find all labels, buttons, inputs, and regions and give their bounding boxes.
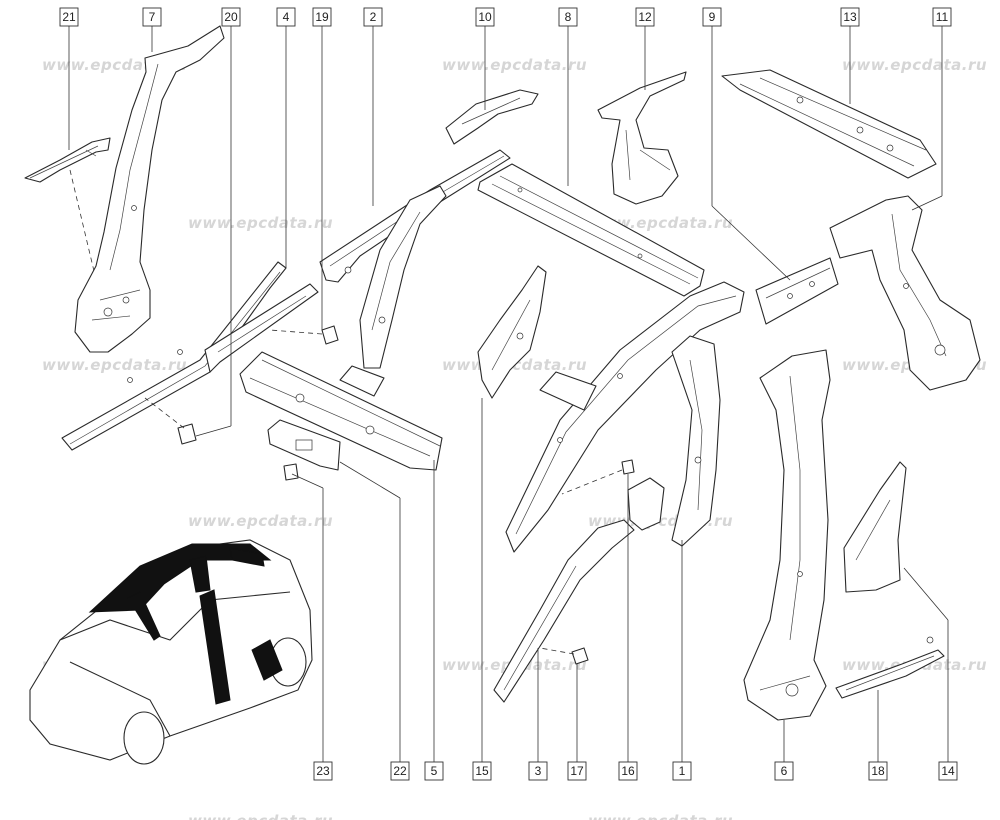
- callout-8[interactable]: 8: [558, 7, 578, 27]
- svg-text:5: 5: [431, 764, 438, 778]
- part-1-roof-side-rail-inner[interactable]: [505, 281, 745, 553]
- callout-19[interactable]: 19: [312, 7, 332, 27]
- part-9-reinforcement-plate[interactable]: [755, 257, 839, 325]
- svg-text:20: 20: [224, 10, 238, 24]
- callouts: 21 7 20 4 19 2 10 8 12 9 13 11 23 22 5 1…: [59, 7, 958, 781]
- watermark: www.epcdata.ru: [188, 812, 333, 820]
- svg-text:17: 17: [570, 764, 584, 778]
- callout-4[interactable]: 4: [276, 7, 296, 27]
- watermark: www.epcdata.ru: [42, 356, 187, 374]
- part-10-bracket[interactable]: [445, 89, 539, 145]
- svg-text:14: 14: [941, 764, 955, 778]
- vehicle-illustration: [29, 539, 313, 765]
- part-19-reinforcement-strip[interactable]: [204, 283, 319, 373]
- svg-text:9: 9: [709, 10, 716, 24]
- part-12-bracket[interactable]: [597, 71, 687, 205]
- svg-text:6: 6: [781, 764, 788, 778]
- part-20-bolt[interactable]: [177, 423, 197, 445]
- callout-6[interactable]: 6: [774, 761, 794, 781]
- callout-5[interactable]: 5: [424, 761, 444, 781]
- svg-text:1: 1: [679, 764, 686, 778]
- svg-text:4: 4: [283, 10, 290, 24]
- leader-dashed-17: [539, 647, 575, 655]
- svg-text:3: 3: [535, 764, 542, 778]
- watermark: www.epcdata.ru: [188, 512, 333, 530]
- svg-text:13: 13: [843, 10, 857, 24]
- callout-16[interactable]: 16: [618, 761, 638, 781]
- part-14-bracket[interactable]: [843, 461, 907, 593]
- callout-18[interactable]: 18: [868, 761, 888, 781]
- svg-text:12: 12: [638, 10, 652, 24]
- part-4-roof-side-rail[interactable]: [61, 261, 287, 451]
- watermark: www.epcdata.ru: [588, 812, 733, 820]
- part-18-strip[interactable]: [835, 636, 945, 699]
- part-19-clip[interactable]: [321, 325, 339, 345]
- svg-text:7: 7: [149, 10, 156, 24]
- callout-1[interactable]: 1: [672, 761, 692, 781]
- part-7-a-pillar[interactable]: [74, 25, 225, 353]
- part-box-section[interactable]: [627, 477, 665, 531]
- svg-text:21: 21: [62, 10, 76, 24]
- svg-text:23: 23: [316, 764, 330, 778]
- part-5-floor-cross-member[interactable]: [239, 351, 443, 471]
- svg-text:18: 18: [871, 764, 885, 778]
- leader-dashed-16: [561, 469, 623, 495]
- watermark: www.epcdata.ru: [842, 56, 987, 74]
- callout-7[interactable]: 7: [142, 7, 162, 27]
- callout-22[interactable]: 22: [390, 761, 410, 781]
- svg-text:11: 11: [936, 10, 949, 24]
- part-3-sill-reinforcement[interactable]: [493, 519, 635, 703]
- svg-text:19: 19: [315, 10, 329, 24]
- part-6-b-pillar[interactable]: [743, 349, 831, 721]
- part-22-bracket[interactable]: [267, 419, 341, 471]
- callout-14[interactable]: 14: [938, 761, 958, 781]
- svg-text:15: 15: [475, 764, 489, 778]
- callout-13[interactable]: 13: [840, 7, 860, 27]
- svg-text:22: 22: [393, 764, 407, 778]
- part-13-rear-roof-bow[interactable]: [721, 69, 937, 179]
- svg-text:10: 10: [478, 10, 492, 24]
- watermark: www.epcdata.ru: [188, 214, 333, 232]
- callout-9[interactable]: 9: [702, 7, 722, 27]
- callout-17[interactable]: 17: [567, 761, 587, 781]
- callout-11[interactable]: 11: [932, 7, 952, 27]
- part-1-b-pillar-inner[interactable]: [671, 335, 721, 547]
- svg-text:2: 2: [370, 10, 377, 24]
- part-15-pillar-reinforcement[interactable]: [477, 265, 547, 399]
- callout-20[interactable]: 20: [221, 7, 241, 27]
- callout-3[interactable]: 3: [528, 761, 548, 781]
- callout-2[interactable]: 2: [363, 7, 383, 27]
- callout-23[interactable]: 23: [313, 761, 333, 781]
- leader-lines: [68, 26, 949, 762]
- part-17-clip[interactable]: [571, 647, 589, 665]
- part-8-roof-bow[interactable]: [477, 163, 705, 297]
- svg-text:16: 16: [621, 764, 635, 778]
- leader-dashed-19: [269, 329, 323, 335]
- callout-15[interactable]: 15: [472, 761, 492, 781]
- callout-12[interactable]: 12: [635, 7, 655, 27]
- part-a-pillar-inner[interactable]: [359, 185, 447, 369]
- part-21-bracket[interactable]: [24, 137, 111, 183]
- part-23-nut[interactable]: [283, 463, 299, 481]
- leader-dashed-21: [69, 169, 99, 289]
- callout-21[interactable]: 21: [59, 7, 79, 27]
- watermark: www.epcdata.ru: [442, 56, 587, 74]
- part-11-rear-pillar[interactable]: [829, 195, 981, 391]
- callout-10[interactable]: 10: [475, 7, 495, 27]
- svg-text:8: 8: [565, 10, 572, 24]
- part-16-clip[interactable]: [621, 459, 635, 475]
